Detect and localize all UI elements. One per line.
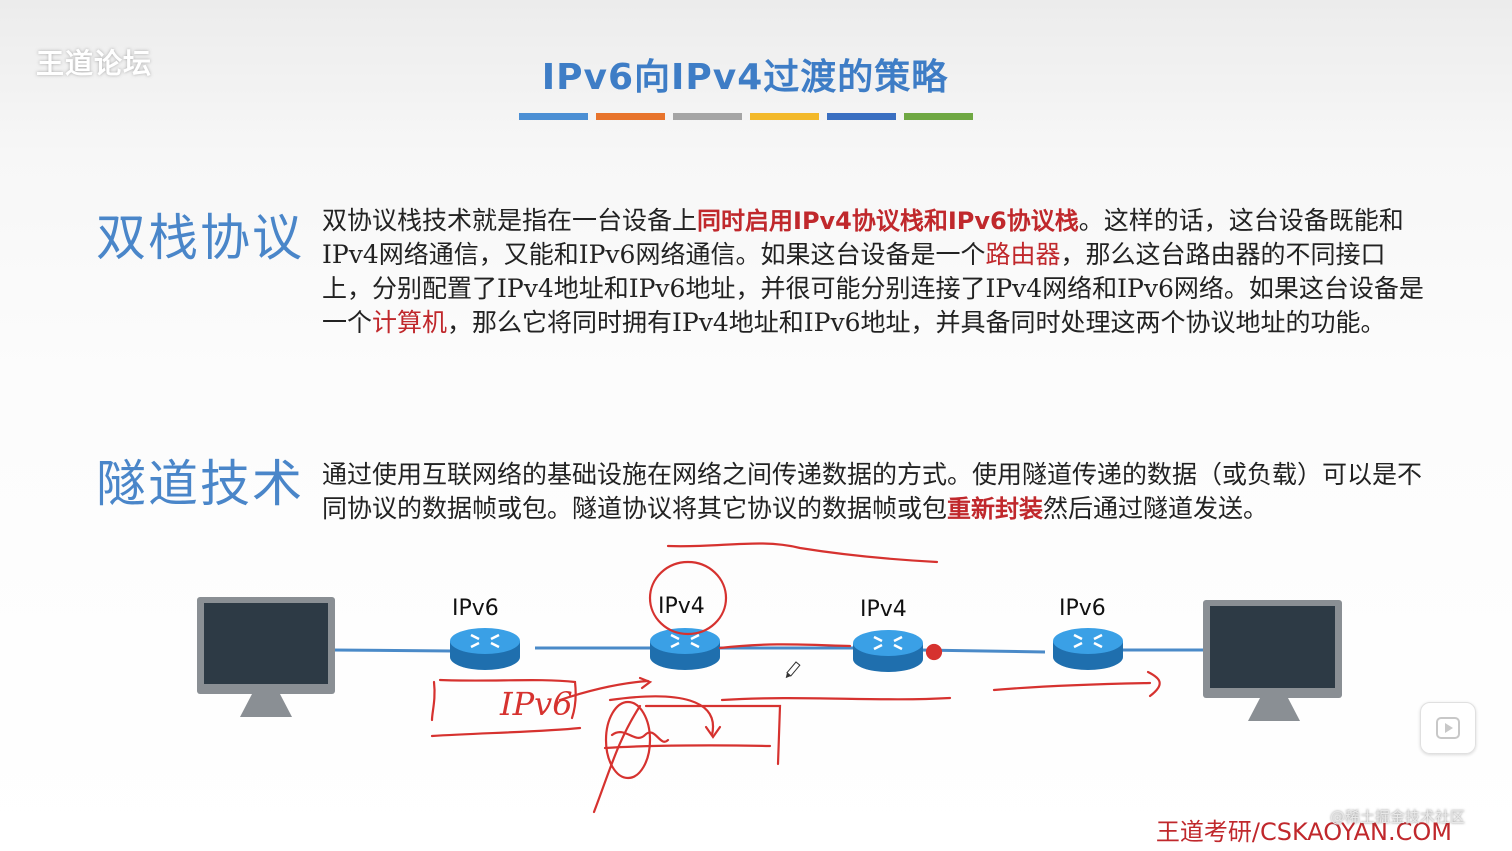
computer-right-icon: [1203, 600, 1342, 721]
router-2-label: IPv4: [658, 594, 705, 619]
dual-stack-text-3: ，那么这台路由器的不同接口上，分别配置了IPv4地址和IPv6地址，并很可能分别…: [322, 240, 1424, 337]
dual-stack-text-1: 双协议栈技术就是指在一台设备上: [322, 206, 698, 235]
play-icon: [1436, 717, 1460, 739]
link-computer-router1: [331, 648, 453, 653]
ipv4-circle-stroke: [648, 560, 728, 636]
router-1-icon: [450, 628, 520, 670]
computer-left-icon: [197, 597, 335, 717]
slide-title: IPv6向IPv4过渡的策略: [541, 57, 949, 98]
tunneling-text-2: 然后通过隧道发送。: [1043, 494, 1269, 523]
tunneling-heading: 隧道技术: [96, 455, 304, 513]
title-bar-6: [904, 113, 973, 120]
video-play-button[interactable]: [1420, 702, 1476, 754]
tunnel-arc-stroke: [666, 542, 939, 564]
title-bar-5: [827, 113, 896, 120]
title-bar-2: [596, 113, 665, 120]
title-bar-4: [750, 113, 819, 120]
title-bar-3: [673, 113, 742, 120]
tunneling-paragraph: 通过使用互联网络的基础设施在网络之间传递数据的方式。使用隧道传递的数据（或负载）…: [322, 458, 1442, 526]
router-3-icon: [853, 630, 923, 672]
pencil-cursor-icon: [785, 661, 801, 679]
footer-brand: 王道考研/CSKAOYAN.COM: [1155, 818, 1452, 846]
handwritten-annotations: [430, 542, 1161, 814]
dual-stack-text-4: ，那么它将同时拥有IPv4地址和IPv6地址，并具备同时处理这两个协议地址的功能…: [447, 308, 1386, 337]
tunnel-underline-stroke: [720, 696, 952, 702]
dual-stack-highlight: 同时启用IPv4协议栈和IPv6协议栈: [697, 207, 1079, 235]
router-3-label: IPv4: [860, 597, 907, 622]
dual-stack-heading: 双栈协议: [96, 209, 304, 267]
router-4-label: IPv6: [1059, 596, 1106, 621]
tunnel-arrow-stroke: [718, 643, 852, 650]
router-2-icon: [650, 628, 720, 670]
dual-stack-text-2: 。这样的话，这台设备既能和IPv4网络通信，又能和IPv6网络通信。如果这台设备…: [322, 206, 1404, 269]
footer-credit: @稀土掘金技术社区: [1330, 808, 1466, 826]
tunneling-highlight: 重新封装: [947, 495, 1044, 523]
dual-stack-paragraph: 双协议栈技术就是指在一台设备上同时启用IPv4协议栈和IPv6协议栈。这样的话，…: [322, 204, 1432, 340]
router-term: 路由器: [985, 240, 1061, 269]
router-4-icon: [1053, 628, 1123, 670]
tunneling-text-1: 通过使用互联网络的基础设施在网络之间传递数据的方式。使用隧道传递的数据（或负载）…: [322, 460, 1423, 523]
router-1-label: IPv6: [452, 596, 499, 621]
computer-term: 计算机: [372, 308, 448, 337]
forum-watermark: 王道论坛: [36, 47, 153, 80]
title-underline-bars: [519, 113, 973, 120]
handwritten-ipv6-note: IPv6: [499, 685, 573, 723]
title-bar-1: [519, 113, 588, 120]
